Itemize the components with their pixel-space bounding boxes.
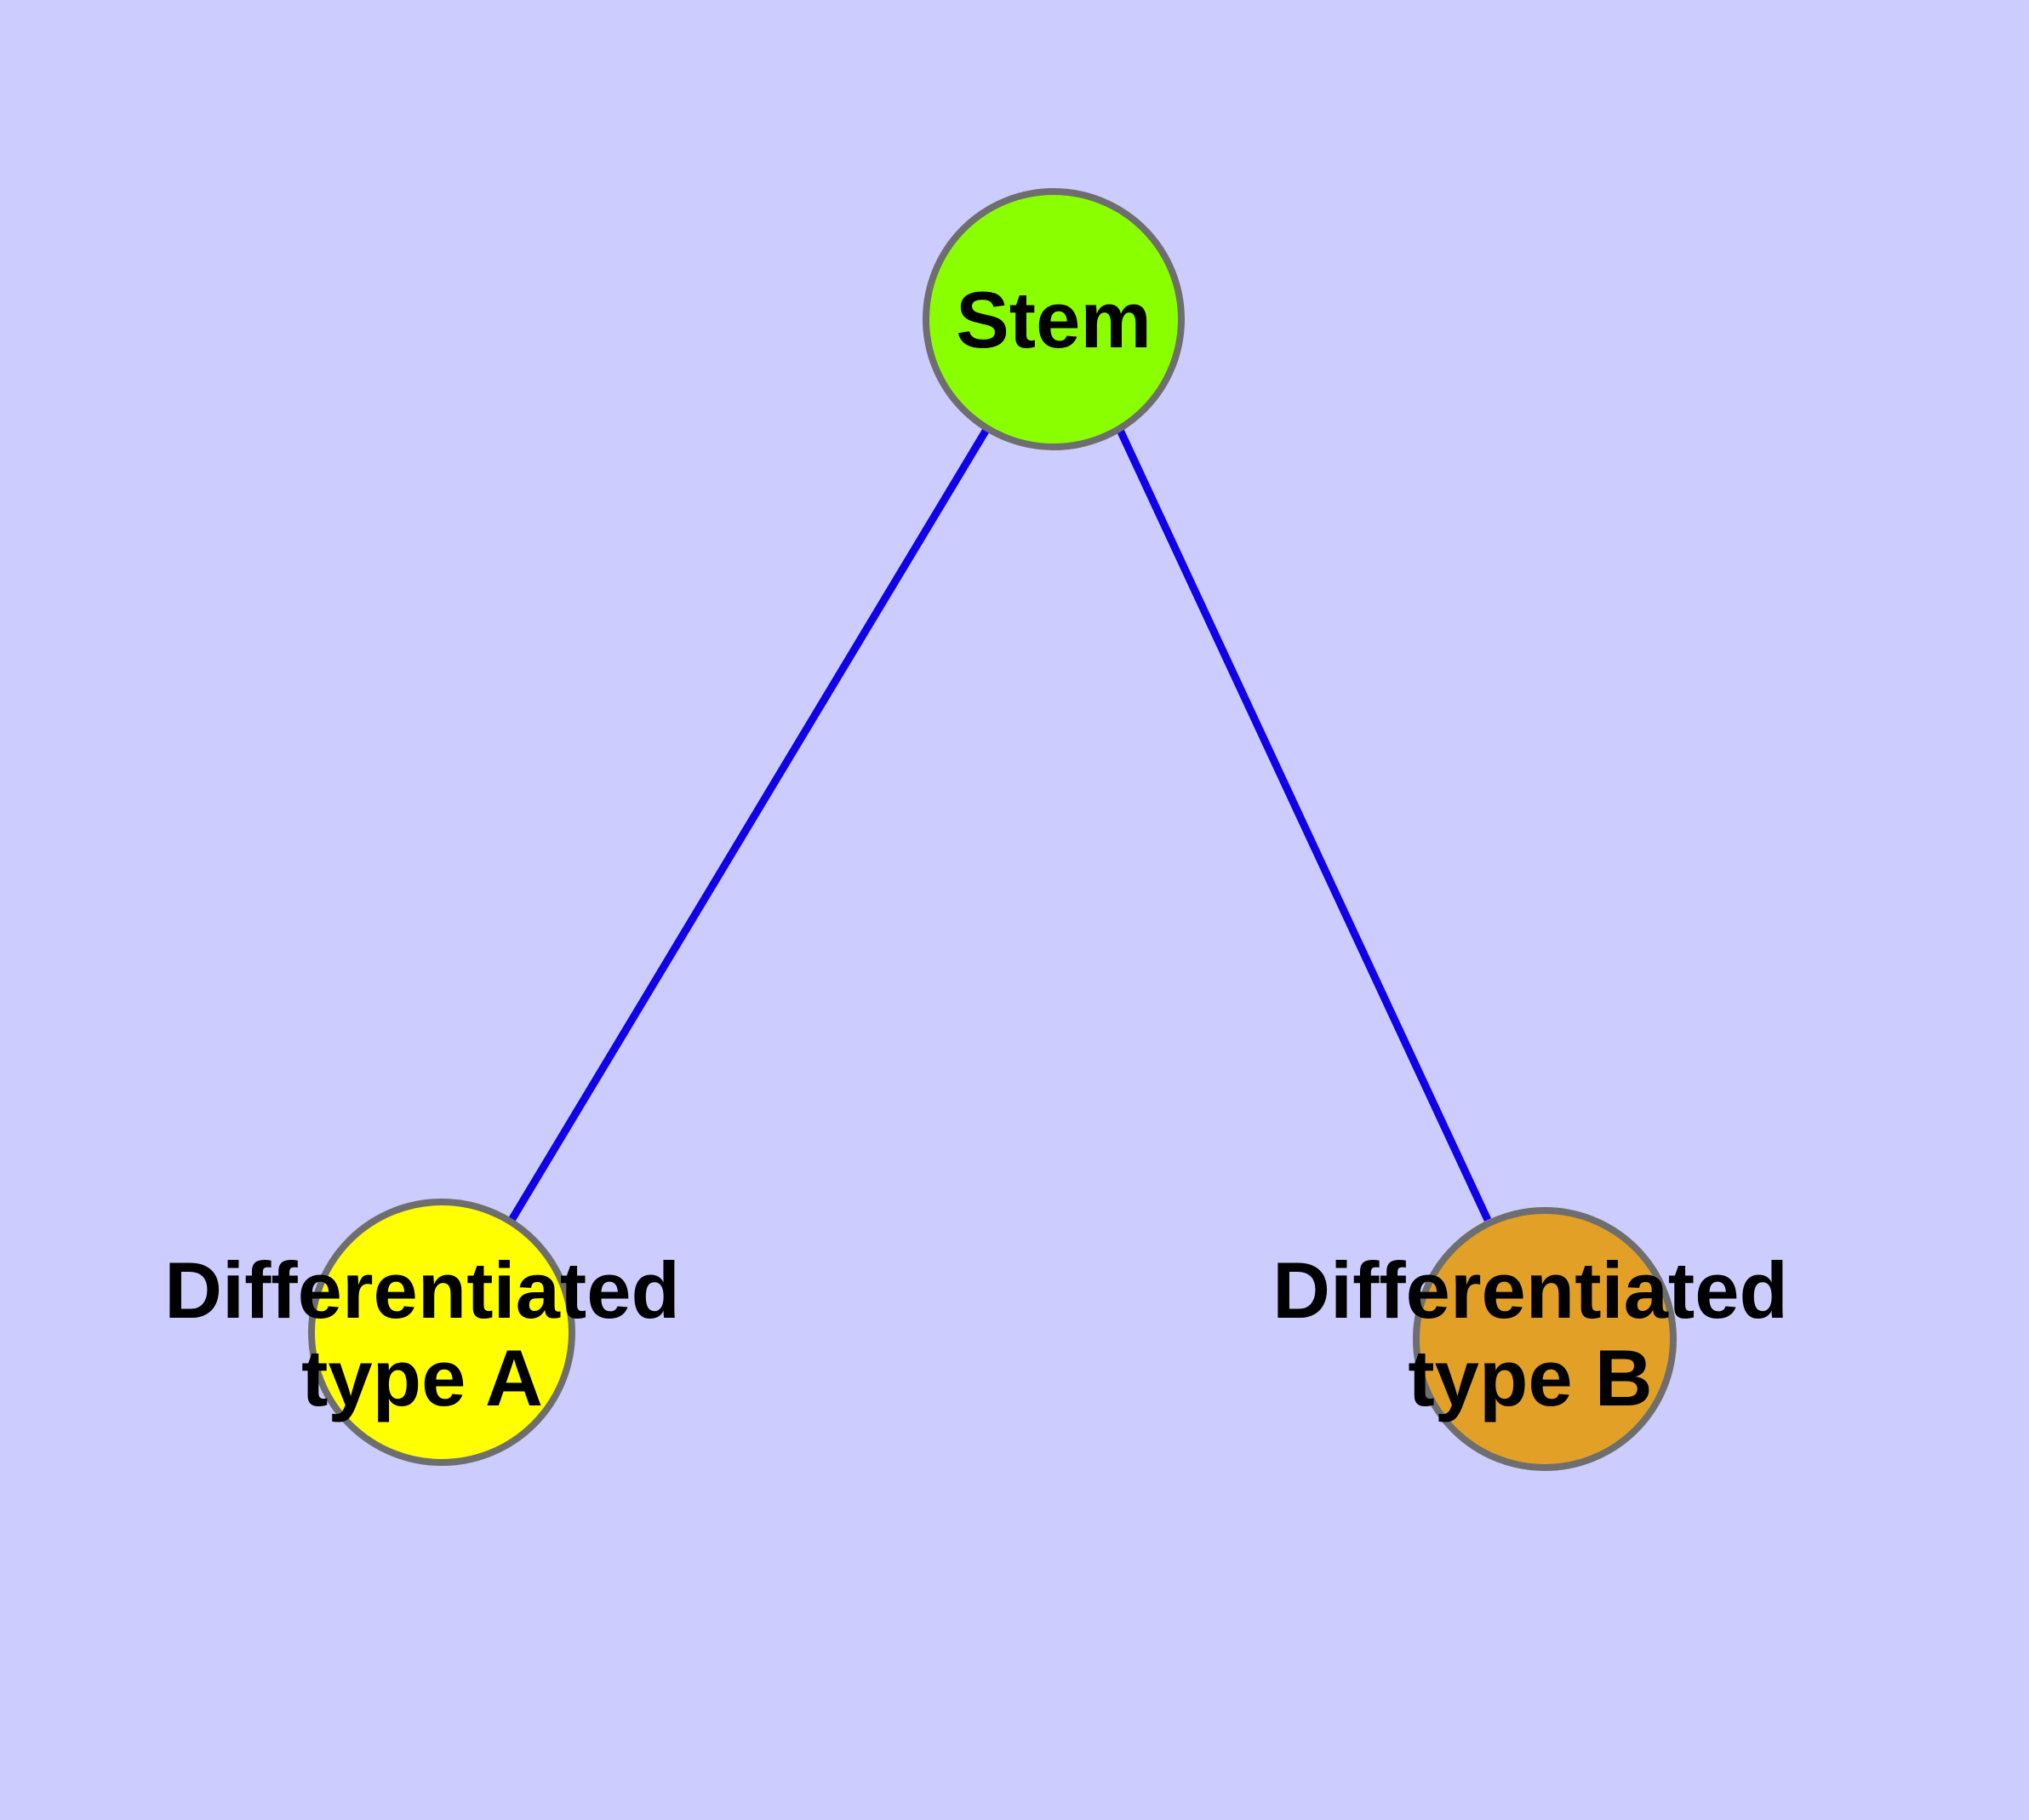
node-label-diff-a-line1: Differentiated [164, 1245, 680, 1335]
node-label-stem-line1: Stem [956, 275, 1152, 364]
nodes-group [308, 188, 1677, 1471]
labels-group: Stem Differentiated type A Differentiate… [164, 275, 1788, 1422]
node-diff-b[interactable] [1413, 1207, 1677, 1471]
node-label-diff-b-line1: Differentiated [1272, 1245, 1788, 1335]
node-stem[interactable] [923, 188, 1185, 450]
node-diff-a[interactable] [308, 1199, 575, 1466]
node-label-diff-b-line2: type B [1408, 1333, 1652, 1422]
edges-group [507, 426, 1492, 1224]
node-circle-stem[interactable] [923, 188, 1185, 450]
node-circle-diff-b[interactable] [1413, 1207, 1677, 1471]
edge-stem-to-diff-b[interactable] [1115, 426, 1492, 1222]
edge-stem-to-diff-a[interactable] [507, 426, 991, 1224]
node-circle-diff-a[interactable] [308, 1199, 575, 1466]
node-label-diff-a-line2: type A [301, 1333, 543, 1422]
